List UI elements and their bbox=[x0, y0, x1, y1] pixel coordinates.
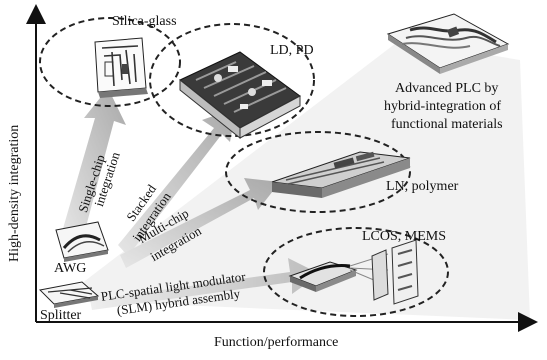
group-label-advanced-plc-line2: hybrid-integration of bbox=[384, 99, 502, 114]
awg-chip bbox=[55, 221, 109, 262]
ln-polymer-chip bbox=[271, 151, 411, 198]
silica-glass-chip bbox=[94, 37, 148, 98]
plc-slm-arrow bbox=[90, 258, 320, 310]
stacked-arrow bbox=[118, 108, 236, 256]
advanced-plc-chip bbox=[386, 13, 510, 74]
group-label-advanced-plc-line3: functional materials bbox=[391, 117, 503, 132]
single-chip-arrow bbox=[62, 88, 126, 238]
group-label-ld-pd: LD, PD bbox=[270, 43, 314, 58]
ld-pd-ellipse bbox=[149, 23, 315, 137]
multi-chip-arrow bbox=[120, 178, 280, 268]
lcos-mems-ellipse bbox=[263, 227, 449, 317]
splitter-chip bbox=[38, 281, 100, 308]
group-label-ln-polymer: LN, polymer bbox=[386, 179, 459, 194]
group-label-splitter: Splitter bbox=[40, 308, 82, 323]
ln-polymer-ellipse bbox=[225, 131, 411, 213]
group-label-lcos-mems: LCOS, MEMS bbox=[362, 229, 447, 244]
lcos-mems-device bbox=[288, 239, 419, 305]
group-label-advanced-plc-line1: Advanced PLC by bbox=[395, 81, 499, 96]
group-label-awg: AWG bbox=[54, 261, 87, 276]
ld-pd-chip bbox=[179, 51, 301, 140]
x-axis-label: Function/performance bbox=[214, 335, 339, 350]
group-label-silica-glass: Silica-glass bbox=[112, 14, 177, 29]
y-axis-label: High-density integration bbox=[7, 124, 22, 262]
silica-glass-ellipse bbox=[39, 17, 181, 107]
